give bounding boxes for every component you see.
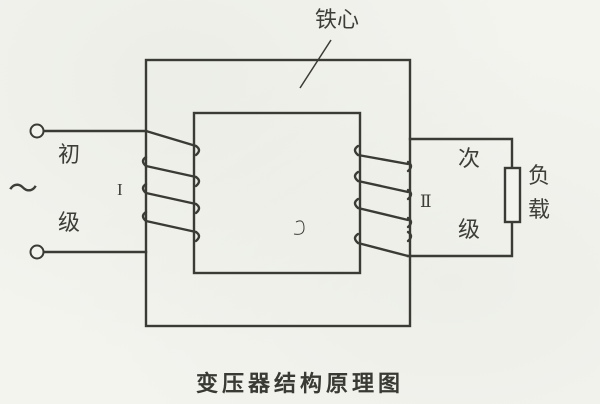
iron-core [144, 58, 412, 328]
secondary-coil [353, 144, 413, 258]
secondary-label-bottom: 级 [458, 218, 481, 243]
core-label: 铁心 [315, 8, 360, 33]
primary-winding-label: I [117, 180, 123, 199]
load-label-top: 负 [528, 164, 551, 189]
secondary-circuit [406, 137, 522, 258]
secondary-winding-label: Ⅱ [420, 192, 432, 211]
figure-caption: 变压器结构原理图 [195, 372, 404, 397]
secondary-label-top: 次 [458, 147, 481, 172]
ac-source-icon: ～ [8, 172, 38, 207]
load-label-bottom: 载 [528, 198, 551, 223]
core-leader-line [299, 39, 332, 89]
core-outer-frame [144, 58, 412, 328]
primary-label-top: 初 [58, 143, 81, 168]
primary-coil [141, 129, 201, 243]
secondary-lead-bottom [406, 220, 514, 258]
primary-leads [29, 123, 148, 260]
scan-artifact-mark [293, 220, 305, 235]
secondary-lead-top [408, 137, 514, 170]
primary-terminal-top [29, 123, 45, 139]
primary-label-bottom: 级 [58, 211, 81, 236]
load-resistor [503, 166, 522, 224]
core-inner-window [192, 111, 362, 275]
primary-terminal-bottom [29, 244, 45, 260]
